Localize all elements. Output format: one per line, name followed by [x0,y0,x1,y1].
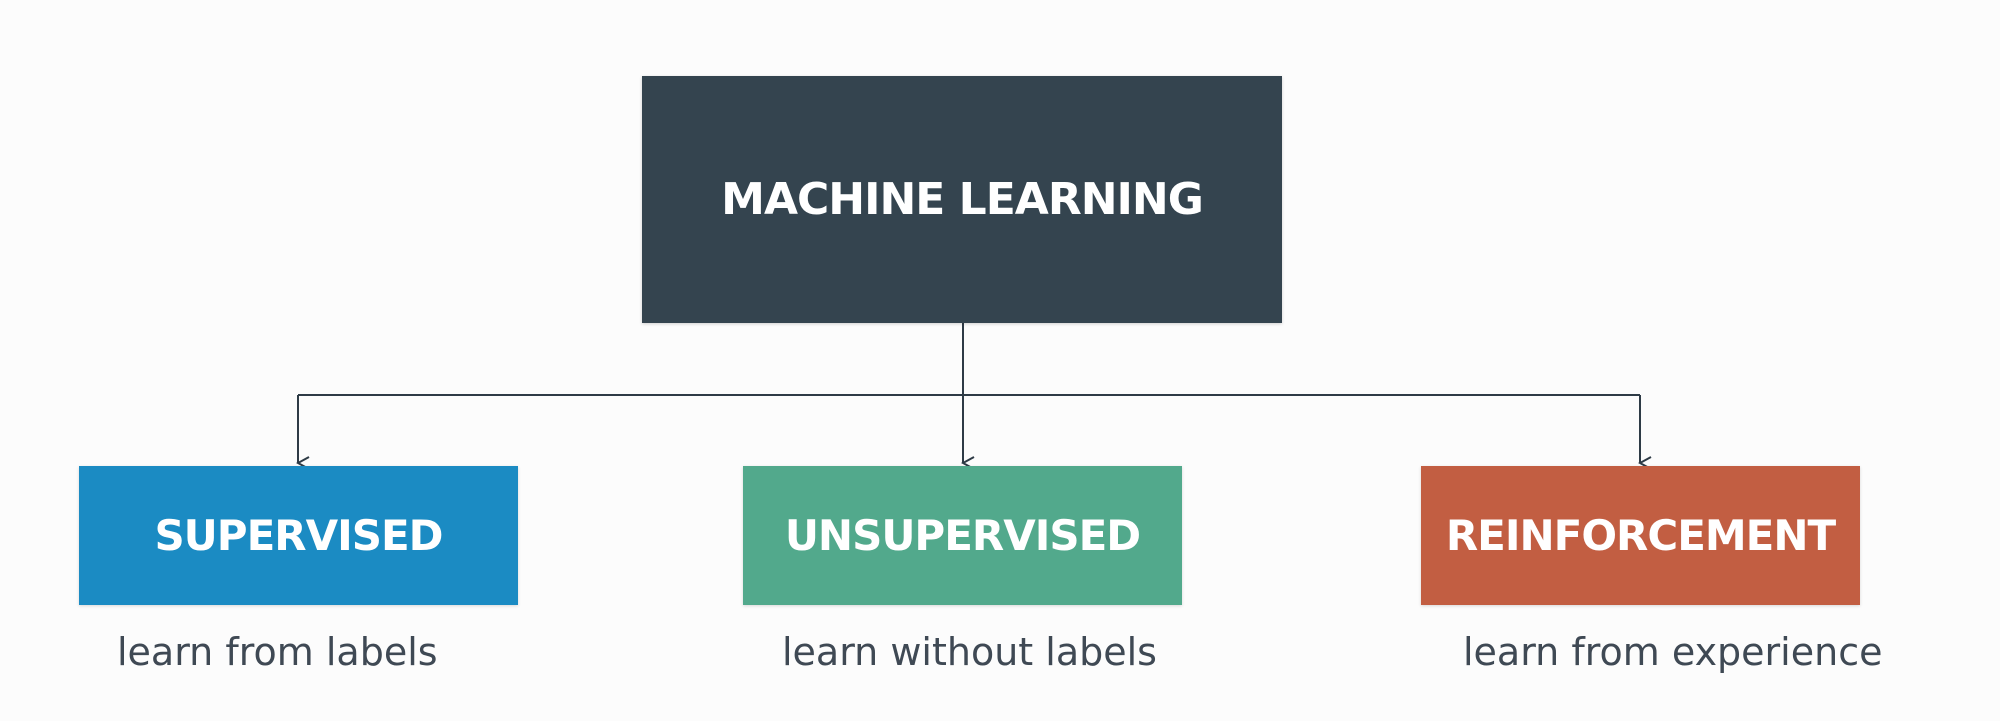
reinforcement-node: REINFORCEMENT [1421,466,1860,605]
supervised-node: SUPERVISED [79,466,518,605]
unsupervised-label: UNSUPERVISED [784,511,1141,560]
unsupervised-caption: learn without labels [782,630,1157,674]
machine-learning-node: MACHINE LEARNING [642,76,1282,323]
supervised-caption: learn from labels [117,630,438,674]
supervised-label: SUPERVISED [154,511,443,560]
reinforcement-caption: learn from experience [1463,630,1883,674]
unsupervised-node: UNSUPERVISED [743,466,1182,605]
machine-learning-label: MACHINE LEARNING [721,174,1204,225]
reinforcement-label: REINFORCEMENT [1445,511,1836,560]
